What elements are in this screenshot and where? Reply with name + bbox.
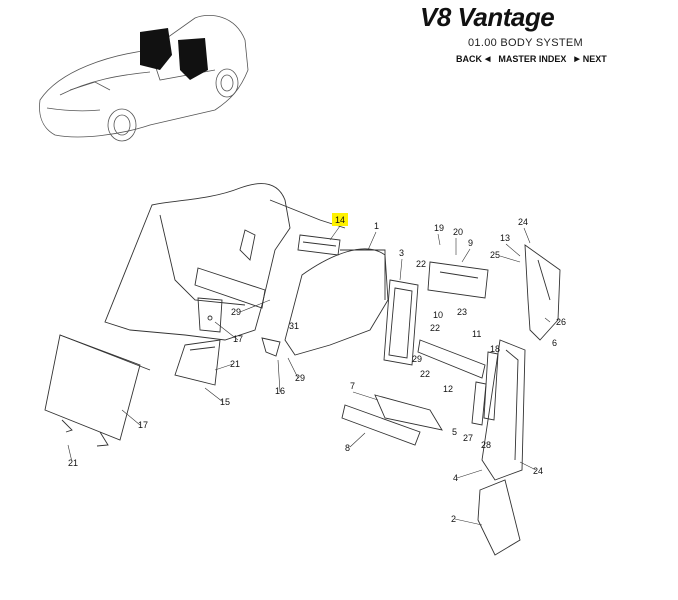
model-title: V8 Vantage bbox=[420, 2, 555, 32]
callout-20[interactable]: 19 bbox=[434, 223, 444, 233]
pillar-trim bbox=[383, 279, 419, 366]
leader-lines bbox=[67, 225, 551, 526]
navigation-bar: BACK ◀ MASTER INDEX ▶ NEXT bbox=[456, 54, 607, 64]
highlight-marker bbox=[332, 213, 348, 226]
seat-rail bbox=[417, 339, 486, 379]
callout-28[interactable]: 28 bbox=[481, 440, 491, 450]
section-title: 01.00 BODY SYSTEM bbox=[468, 37, 583, 49]
callout-22a[interactable]: 22 bbox=[416, 259, 426, 269]
rear-pillar-assembly bbox=[524, 244, 561, 341]
callout-16[interactable]: 17 bbox=[138, 420, 148, 430]
callout-21a[interactable]: 20 bbox=[453, 227, 463, 237]
callout-25[interactable]: 25 bbox=[490, 250, 500, 260]
rear-quarter-trim-panel bbox=[104, 183, 346, 341]
callout-18[interactable]: 17 bbox=[233, 334, 243, 344]
next-label: NEXT bbox=[582, 54, 607, 64]
lower-pillar-trim bbox=[477, 479, 521, 556]
callout-22c[interactable]: 22 bbox=[420, 369, 430, 379]
callout-31[interactable]: 31 bbox=[289, 321, 299, 331]
callout-6[interactable]: 6 bbox=[552, 338, 557, 348]
callout-26[interactable]: 26 bbox=[556, 317, 566, 327]
callout-22b[interactable]: 22 bbox=[430, 323, 440, 333]
callout-3[interactable]: 3 bbox=[399, 248, 404, 258]
master-index-link[interactable]: MASTER INDEX bbox=[498, 54, 566, 64]
upper-bracket bbox=[297, 234, 341, 256]
callout-10[interactable]: 10 bbox=[433, 310, 443, 320]
callout-29a[interactable]: 29 bbox=[231, 307, 241, 317]
right-arrow-icon: ▶ bbox=[574, 56, 580, 63]
callout-23[interactable]: 23 bbox=[457, 307, 467, 317]
callout-12[interactable]: 12 bbox=[443, 384, 453, 394]
lower-trim-piece bbox=[174, 339, 221, 386]
vertical-strip bbox=[471, 351, 499, 426]
side-lower-panel bbox=[284, 248, 389, 356]
callout-21c[interactable]: 21 bbox=[68, 458, 78, 468]
back-label: BACK bbox=[456, 54, 482, 64]
sill-cover bbox=[374, 394, 443, 431]
next-link[interactable]: ▶ NEXT bbox=[574, 54, 606, 64]
highlighted-interior-thumbnail bbox=[140, 28, 208, 80]
small-bracket bbox=[197, 297, 223, 333]
b-pillar-trim bbox=[481, 339, 526, 481]
callout-5[interactable]: 5 bbox=[452, 427, 457, 437]
callout-27[interactable]: 27 bbox=[463, 433, 473, 443]
callout-2[interactable]: 2 bbox=[451, 514, 456, 524]
callout-19[interactable]: 18 bbox=[490, 344, 500, 354]
callout-14[interactable]: 14 bbox=[335, 215, 345, 225]
callout-15[interactable]: 15 bbox=[220, 397, 230, 407]
callout-30[interactable]: 29 bbox=[412, 354, 422, 364]
callout-13[interactable]: 13 bbox=[500, 233, 510, 243]
callout-11[interactable]: 11 bbox=[472, 329, 481, 339]
callout-29b[interactable]: 29 bbox=[295, 373, 305, 383]
callout-1[interactable]: 1 bbox=[374, 221, 379, 231]
callout-21b[interactable]: 21 bbox=[230, 359, 240, 369]
back-link[interactable]: BACK ◀ bbox=[456, 54, 490, 64]
side-mounting-bracket bbox=[427, 261, 489, 299]
bulkhead-panel bbox=[44, 334, 151, 447]
part-callouts: 14 1 3 19 20 9 24 13 25 22 10 23 22 11 2… bbox=[68, 213, 566, 524]
left-arrow-icon: ◀ bbox=[485, 56, 491, 63]
sill-strip bbox=[341, 404, 421, 446]
master-index-label: MASTER INDEX bbox=[498, 54, 567, 64]
callout-4[interactable]: 4 bbox=[453, 473, 458, 483]
callout-24b[interactable]: 24 bbox=[533, 466, 543, 476]
callout-9[interactable]: 9 bbox=[468, 238, 473, 248]
callout-7[interactable]: 7 bbox=[350, 381, 355, 391]
small-clip bbox=[261, 337, 281, 357]
callout-24a[interactable]: 24 bbox=[518, 217, 528, 227]
callout-8[interactable]: 8 bbox=[345, 443, 350, 453]
